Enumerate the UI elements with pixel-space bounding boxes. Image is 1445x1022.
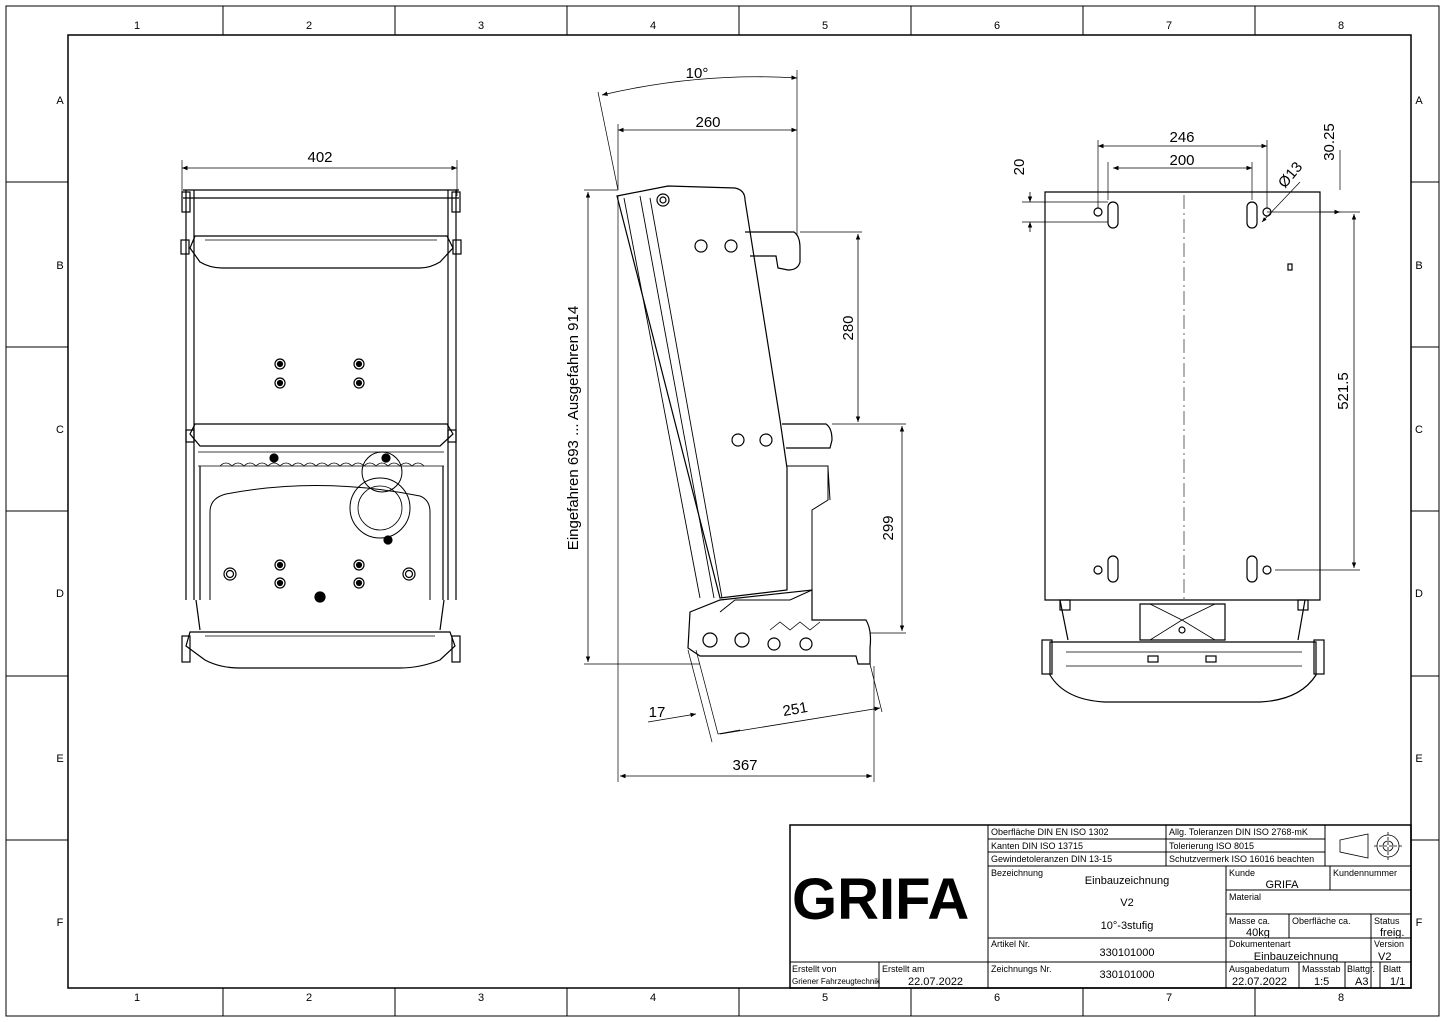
tb-protection: Schutzvermerk ISO 16016 beachten	[1169, 854, 1314, 864]
tb-designation-line: Einbauzeichnung	[1085, 875, 1169, 887]
tb-customer-label: Kunde	[1229, 868, 1255, 878]
tb-edges: Kanten DIN ISO 13715	[991, 841, 1083, 851]
tb-status: freig.	[1380, 927, 1404, 939]
row-label-right: C	[1415, 424, 1423, 436]
dim-rear-vertical: 521.5	[1335, 372, 1352, 410]
col-label-bottom: 3	[478, 992, 484, 1004]
rear-view	[1022, 140, 1360, 703]
tb-material-label: Material	[1229, 892, 1261, 902]
col-label-top: 3	[478, 20, 484, 32]
tb-status-label: Status	[1374, 916, 1400, 926]
dim-front-width: 402	[307, 149, 332, 166]
front-view	[180, 160, 462, 669]
dim-rear-inner-width: 200	[1169, 152, 1194, 169]
row-label-right: F	[1416, 917, 1423, 929]
col-label-bottom: 5	[822, 992, 828, 1004]
projection-symbol-icon	[1339, 832, 1402, 860]
tb-customer-no-label: Kundennummer	[1333, 868, 1397, 878]
tb-created-by: Griener Fahrzeugtechnik	[792, 977, 881, 986]
tb-version: V2	[1378, 951, 1391, 963]
tb-thread-tol: Gewindetoleranzen DIN 13-15	[991, 854, 1112, 864]
tb-designation-line: 10°-3stufig	[1101, 920, 1154, 932]
row-label-left: E	[56, 753, 63, 765]
row-label-left: C	[56, 424, 64, 436]
tb-designation-line: V2	[1120, 897, 1133, 909]
tb-surface: Oberfläche DIN EN ISO 1302	[991, 827, 1109, 837]
tb-mass-label: Masse ca.	[1229, 916, 1270, 926]
col-label-bottom: 7	[1166, 992, 1172, 1004]
col-label-top: 6	[994, 20, 1000, 32]
tb-issue-date: 22.07.2022	[1232, 976, 1287, 988]
tb-doctype-label: Dokumentenart	[1229, 939, 1291, 949]
tb-sheet-size: A3	[1355, 976, 1368, 988]
tb-tolerancing: Tolerierung ISO 8015	[1169, 841, 1254, 851]
col-label-bottom: 4	[650, 992, 656, 1004]
dim-rear-outer-width: 246	[1169, 129, 1194, 146]
tb-created-on: 22.07.2022	[908, 976, 963, 988]
grid-reference	[6, 6, 1439, 1016]
col-label-bottom: 8	[1338, 992, 1344, 1004]
dim-side-step-depth: 251	[781, 699, 809, 720]
tb-general-tol: Allg. Toleranzen DIN ISO 2768-mK	[1169, 827, 1308, 837]
company-logo: GRIFA	[792, 867, 969, 932]
tb-created-on-label: Erstellt am	[882, 964, 925, 974]
dim-side-total-depth: 367	[732, 757, 757, 774]
tb-article: 330101000	[1099, 947, 1154, 959]
side-view	[584, 70, 906, 782]
dim-side-height: Eingefahren 693 ... Ausgefahren 914	[565, 306, 582, 550]
tb-drawing-no-label: Zeichnungs Nr.	[991, 964, 1052, 974]
row-label-right: B	[1415, 260, 1422, 272]
tb-article-label: Artikel Nr.	[991, 939, 1030, 949]
col-label-bottom: 1	[134, 992, 140, 1004]
tb-mass: 40kg	[1246, 927, 1270, 939]
row-label-left: D	[56, 588, 64, 600]
row-label-right: D	[1415, 588, 1423, 600]
sheet-frame	[5, 5, 1440, 1017]
tb-version-label: Version	[1374, 939, 1404, 949]
tb-surface-label: Oberfläche ca.	[1292, 916, 1351, 926]
dim-side-offset: 17	[649, 704, 666, 721]
col-label-top: 2	[306, 20, 312, 32]
tb-issue-date-label: Ausgabedatum	[1229, 964, 1290, 974]
tb-sheet-size-label: Blattgr.	[1347, 964, 1375, 974]
row-label-right: A	[1415, 95, 1423, 107]
row-label-right: E	[1415, 753, 1422, 765]
tb-sheet: 1/1	[1390, 976, 1405, 988]
dim-side-lower-spacing: 299	[880, 515, 897, 540]
dim-rear-side-offset: 30.25	[1321, 123, 1338, 161]
col-label-top: 4	[650, 20, 656, 32]
tb-doctype: Einbauzeichnung	[1254, 951, 1338, 963]
tb-scale-label: Massstab	[1302, 964, 1341, 974]
col-label-top: 7	[1166, 20, 1172, 32]
col-label-bottom: 2	[306, 992, 312, 1004]
tb-drawing-no: 330101000	[1099, 969, 1154, 981]
dim-side-upper-spacing: 280	[840, 315, 857, 340]
grid-labels: 1 2 3 4 5 6 7 8 1 2 3 4 5 6 7 8 A B C D …	[56, 20, 1423, 1004]
tb-designation-label: Bezeichnung	[991, 868, 1043, 878]
dim-rear-hole: Ø13	[1275, 159, 1306, 192]
title-block	[789, 824, 1412, 989]
row-label-left: A	[56, 95, 64, 107]
row-label-left: F	[57, 917, 64, 929]
row-label-left: B	[56, 260, 63, 272]
tb-scale: 1:5	[1314, 976, 1329, 988]
dim-side-top-width: 260	[695, 114, 720, 131]
dim-rear-top-offset: 20	[1011, 159, 1028, 176]
tb-sheet-label: Blatt	[1383, 964, 1402, 974]
col-label-top: 5	[822, 20, 828, 32]
dim-side-angle: 10°	[686, 65, 709, 82]
col-label-top: 1	[134, 20, 140, 32]
col-label-bottom: 6	[994, 992, 1000, 1004]
col-label-top: 8	[1338, 20, 1344, 32]
tb-created-by-label: Erstellt von	[792, 964, 837, 974]
tb-customer: GRIFA	[1265, 879, 1299, 891]
